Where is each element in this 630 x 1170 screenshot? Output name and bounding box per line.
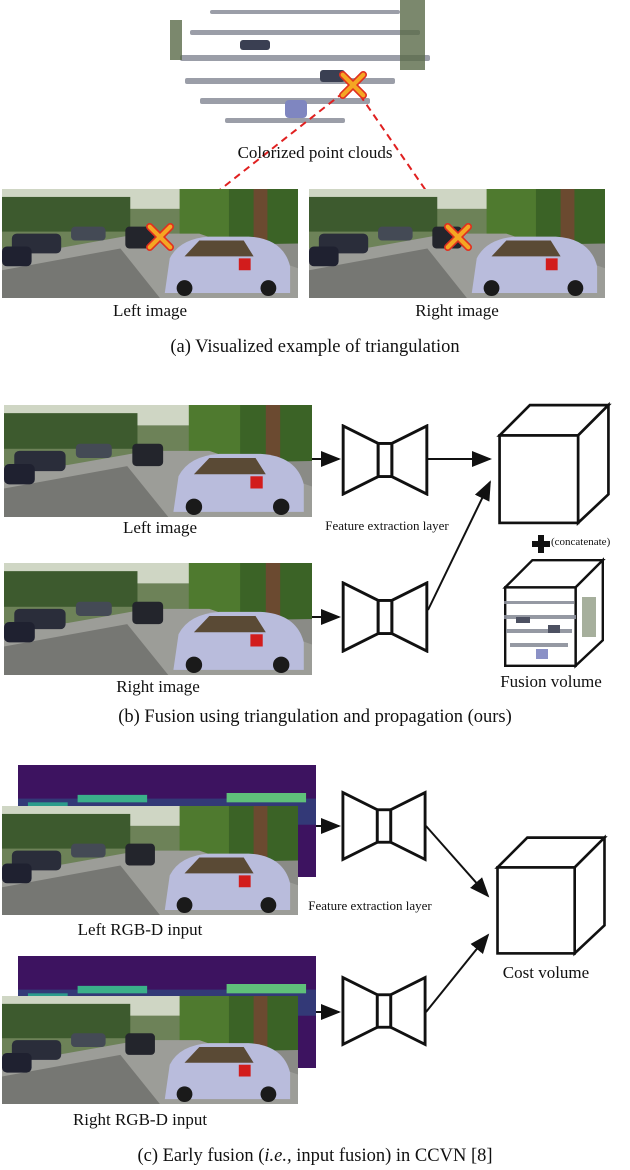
right-image-label-b: Right image xyxy=(116,677,200,696)
point-cloud-image xyxy=(170,0,430,123)
plus-icon xyxy=(532,535,550,553)
concatenate-label: (concatenate) xyxy=(551,536,611,548)
left-rgbd-label: Left RGB-D input xyxy=(77,920,203,939)
right-image-label-a: Right image xyxy=(415,301,499,320)
fusion-volume-cube xyxy=(503,558,605,668)
arrows-c xyxy=(316,818,490,1020)
fusion-volume-label: Fusion volume xyxy=(500,672,602,691)
encoder-left-c xyxy=(341,791,427,861)
cost-volume-cube xyxy=(496,836,606,955)
feature-label-b: Feature extraction layer xyxy=(325,518,449,533)
right-rgbd-label: Right RGB-D input xyxy=(72,1110,208,1129)
left-image-label-a: Left image xyxy=(112,301,188,320)
feature-label-c: Feature extraction layer xyxy=(308,898,432,913)
caption-a: (a) Visualized example of triangulation xyxy=(170,337,460,357)
left-image-label-b: Left image xyxy=(122,518,198,537)
caption-c: (c) Early fusion (i.e., input fusion) in… xyxy=(137,1146,493,1166)
encoder-right-c xyxy=(341,976,427,1046)
point-cloud-label: Colorized point clouds xyxy=(237,143,393,162)
caption-b: (b) Fusion using triangulation and propa… xyxy=(118,707,512,727)
cost-volume-label: Cost volume xyxy=(502,963,590,982)
arrows-b xyxy=(312,451,492,625)
